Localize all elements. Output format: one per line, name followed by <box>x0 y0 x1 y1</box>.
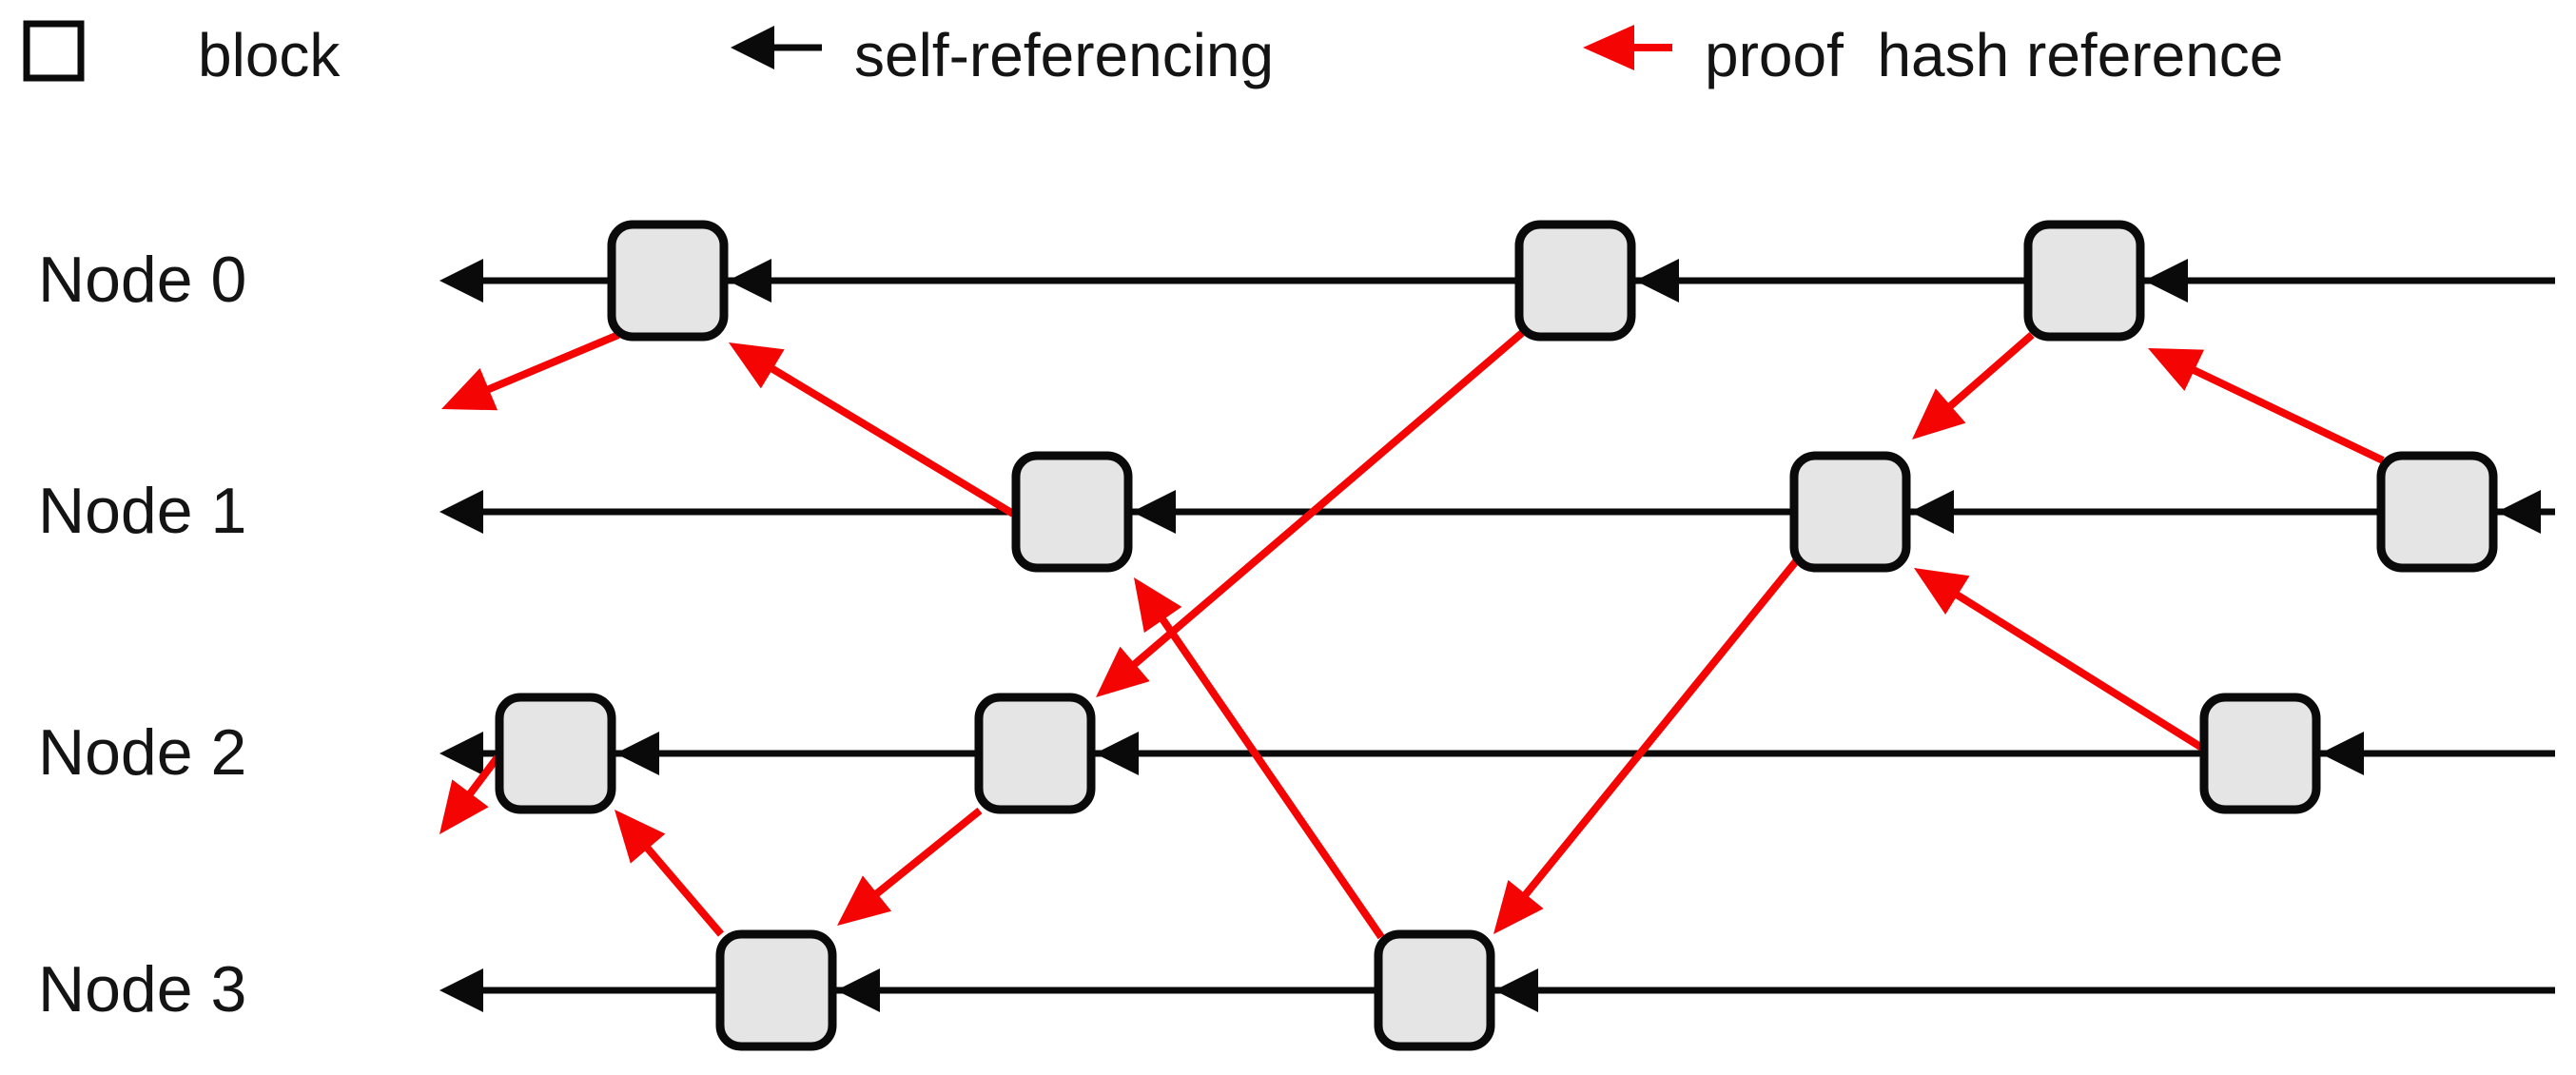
block-entry-arrowhead-n2-b2 <box>2320 732 2364 775</box>
block-entry-arrowhead-n0-b0 <box>728 259 771 303</box>
proof-arrow-node0-block1-to-earlier-proof-head <box>441 367 498 411</box>
legend: block self-referencing proof hash refere… <box>23 20 2283 89</box>
proof-arrow-node2-block1-to-earlier-proof <box>439 754 501 834</box>
proof-arrow-node0-block3-to-node1-block2 <box>1912 331 2035 440</box>
proof-hash-arrow-glyph-head <box>1583 25 1634 70</box>
block-n2-b0 <box>495 693 616 814</box>
node-label-0: Node 0 <box>38 244 246 316</box>
block-entry-arrowhead-n1-b1 <box>1910 490 1954 534</box>
block-n1-b2 <box>2376 451 2498 573</box>
proof-arrow-node3-block1-to-node2-block1-head <box>615 810 666 864</box>
proof-arrow-node1-block1-to-node0-block1 <box>729 342 1016 518</box>
proof-hash-legend-label: proof hash reference <box>1705 21 2283 89</box>
proof-arrow-node2-block3-to-node1-block2-shaft <box>1942 583 2208 753</box>
node-label-2: Node 2 <box>38 716 246 789</box>
proof-arrow-node0-block2-to-node2-block2-shaft <box>1121 329 1525 677</box>
block-n3-b1 <box>1374 929 1495 1051</box>
node-label-1: Node 1 <box>38 475 246 547</box>
proof-arrow-node3-block2-to-node1-block1-shaft <box>1151 604 1385 940</box>
proof-arrow-node0-block1-to-earlier-proof <box>441 331 620 411</box>
block-n1-b0 <box>1011 451 1133 573</box>
self-referencing-arrow-glyph <box>731 26 822 69</box>
proof-arrow-node0-block3-to-node1-block2-shaft <box>1936 331 2035 420</box>
block-entry-arrowhead-n2-b0 <box>615 732 659 775</box>
block-entry-arrowhead-n3-b1 <box>1494 968 1538 1012</box>
node-labels: Node 0 Node 1 Node 2 Node 3 <box>38 244 246 1026</box>
proof-arrow-node1-block1-to-node0-block1-shaft <box>757 358 1016 518</box>
proof-arrow-node3-block1-to-node2-block1-shaft <box>634 834 725 937</box>
proof-arrow-node3-block2-to-node1-block1 <box>1134 577 1385 940</box>
block-n0-b2 <box>2023 220 2145 342</box>
proof-hash-arrow-glyph <box>1583 25 1672 70</box>
block-n2-b1 <box>974 693 1096 814</box>
block-n3-b0 <box>715 929 837 1051</box>
proof-arrow-node2-block3-to-node1-block2-head <box>1914 568 1970 615</box>
proof-arrow-node2-block3-to-node1-block2 <box>1914 568 2208 753</box>
proof-arrow-node1-block1-to-node0-block1-head <box>729 342 785 389</box>
node-timeline-1 <box>439 490 2555 534</box>
timeline-0-terminal-arrowhead <box>439 259 483 303</box>
timeline-1-terminal-arrowhead <box>439 490 483 534</box>
block-entry-arrowhead-n0-b1 <box>1635 259 1679 303</box>
proof-arrow-node2-block2-to-node3-block1-shaft <box>862 807 983 907</box>
proof-arrow-node1-block3-to-node0-block3 <box>2148 348 2385 464</box>
block-n2-b2 <box>2199 693 2321 814</box>
proof-arrow-node1-block2-to-node3-block2 <box>1493 558 1800 934</box>
proof-hash-arrows <box>439 329 2385 940</box>
node-label-3: Node 3 <box>38 953 246 1026</box>
block-entry-arrowhead-n2-b1 <box>1095 732 1139 775</box>
block-entry-arrowhead-n3-b0 <box>836 968 880 1012</box>
proof-arrow-node0-block3-to-node1-block2-head <box>1912 388 1966 440</box>
proof-arrow-node1-block3-to-node0-block3-shaft <box>2178 360 2385 464</box>
block-legend-icon <box>23 20 85 82</box>
proof-arrow-node0-block2-to-node2-block2-head <box>1096 646 1150 697</box>
proof-arrow-node3-block1-to-node2-block1 <box>615 810 725 937</box>
block-legend-label: block <box>198 21 341 89</box>
proof-arrow-node2-block1-to-earlier-proof-head <box>439 779 489 834</box>
self-referencing-arrow-icon <box>731 26 822 69</box>
node-timeline-0 <box>439 259 2555 303</box>
proof-arrow-node3-block2-to-node1-block1-head <box>1134 577 1182 634</box>
proof-arrow-node0-block1-to-earlier-proof-shaft <box>473 331 620 400</box>
proof-arrow-node2-block2-to-node3-block1-head <box>837 875 892 926</box>
proof-arrow-node1-block2-to-node3-block2-shaft <box>1512 558 1800 909</box>
self-referencing-legend-label: self-referencing <box>854 21 1274 89</box>
block-entry-arrowhead-n1-b2 <box>2497 490 2541 534</box>
timeline-2-terminal-arrowhead <box>439 732 483 775</box>
proof-arrow-node2-block2-to-node3-block1 <box>837 807 983 926</box>
timeline-3-terminal-arrowhead <box>439 968 483 1012</box>
block-n1-b1 <box>1789 451 1911 573</box>
blocks-layer <box>495 220 2498 1051</box>
proof-arrow-node0-block2-to-node2-block2 <box>1096 329 1525 697</box>
block-entry-arrowhead-n1-b0 <box>1132 490 1176 534</box>
self-referencing-arrow-glyph-head <box>731 26 774 69</box>
block-n0-b1 <box>1514 220 1636 342</box>
proof-arrow-node1-block2-to-node3-block2-head <box>1493 879 1544 934</box>
block-n0-b0 <box>607 220 729 342</box>
proof-hash-arrow-icon <box>1583 25 1672 70</box>
block-entry-arrowhead-n0-b2 <box>2144 259 2188 303</box>
proof-arrow-node1-block3-to-node0-block3-head <box>2148 348 2205 391</box>
